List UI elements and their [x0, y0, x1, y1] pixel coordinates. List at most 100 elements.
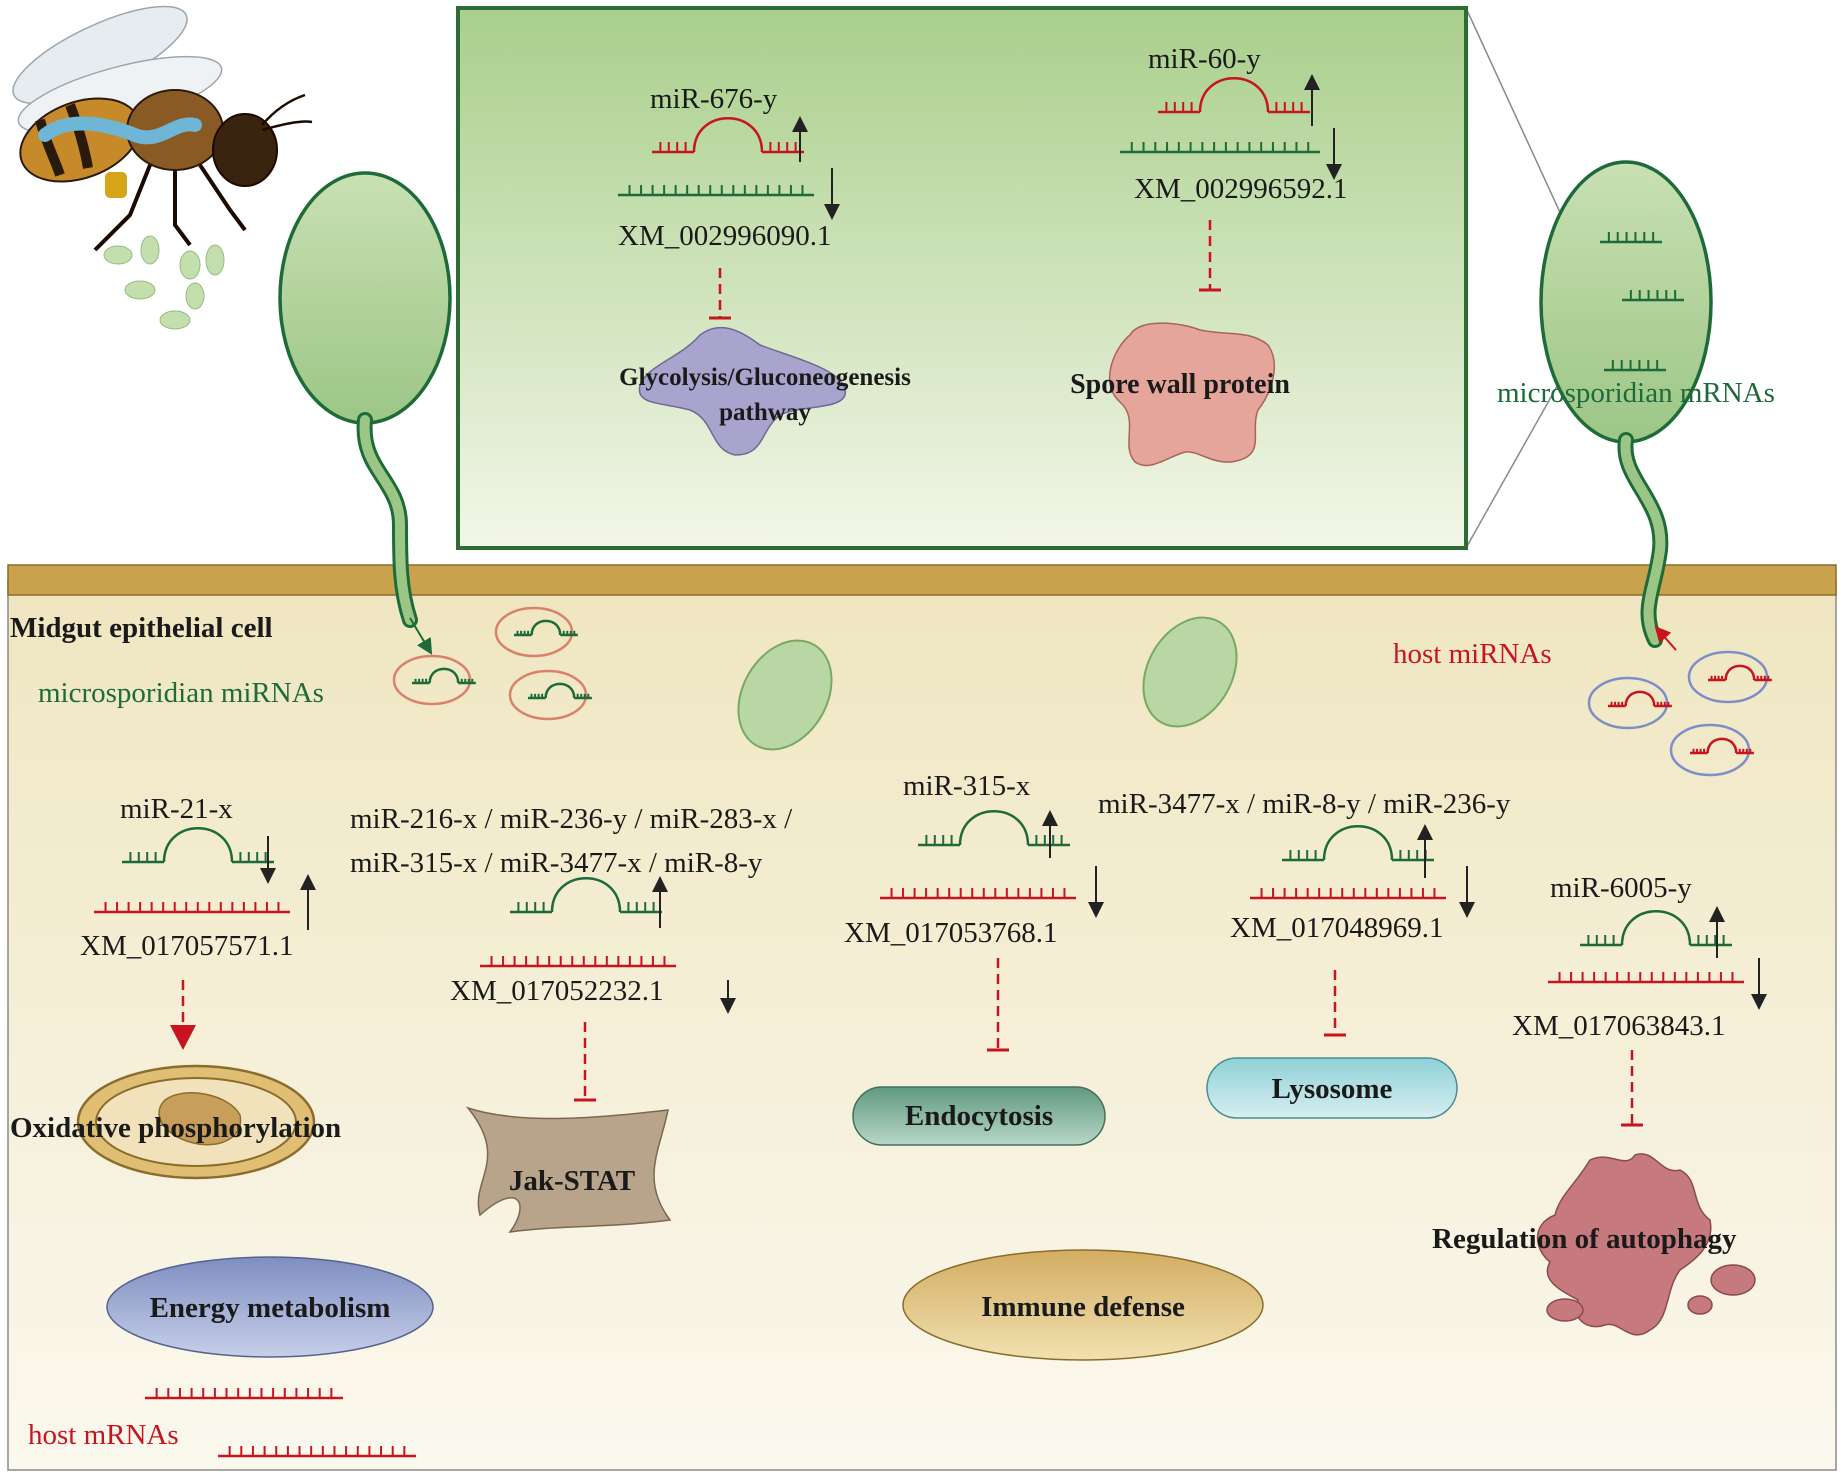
honeybee-illustration [12, 5, 313, 330]
module3-pathway-shape [852, 1086, 1106, 1146]
cell-membrane [7, 564, 1837, 596]
right-spore-uptake-arrow [1654, 626, 1677, 651]
module3-mrna-strand [880, 888, 1076, 900]
right-spore: microsporidian mRNAs [1497, 160, 1775, 651]
inset-box [456, 6, 1468, 550]
module2-mirna-line1: miR-216-x / miR-236-y / miR-283-x / [350, 803, 793, 835]
bee-legs [93, 163, 247, 252]
inset-left-mrna-strand [618, 185, 814, 197]
energy-label: Energy metabolism [150, 1292, 391, 1324]
module5-fragment-1 [1710, 1264, 1756, 1296]
inset-left-pathway-line2: pathway [719, 399, 811, 426]
host-mirnas-label: host miRNAs [1393, 638, 1552, 670]
intracellular-spores [737, 616, 1238, 751]
inset-right-mirna-glyph [1158, 77, 1310, 114]
module5-inhibit [1621, 1050, 1643, 1127]
module4-pathway-shape [1206, 1057, 1458, 1119]
inset-left-inhibit [709, 268, 731, 320]
module2-pathway-shape [465, 1106, 672, 1233]
module1-mirna: miR-21-x [120, 793, 233, 825]
microsporidian-vesicles [392, 606, 592, 721]
module5-mirna: miR-6005-y [1550, 872, 1692, 904]
immune-label: Immune defense [981, 1291, 1185, 1323]
module3-target: XM_017053768.1 [844, 917, 1057, 949]
inset-right-target: XM_002996592.1 [1134, 173, 1347, 205]
module2-mirna-glyph [510, 877, 662, 914]
inset-left-pathway-line1: Glycolysis/Gluconeogenesis [619, 364, 911, 391]
inset-right-module: miR-60-y XM_002996592.1 Spore wall prote… [1070, 43, 1347, 467]
inset-left-mirna-glyph [652, 117, 804, 154]
bee-head [212, 113, 278, 187]
microsporidian-mirnas-label: microsporidian miRNAs [38, 677, 324, 709]
inset-right-pathway-shape [1108, 322, 1276, 467]
inset-right-pathway: Spore wall protein [1070, 369, 1290, 400]
right-spore-polar-tube-fill [1620, 435, 1666, 645]
module2-pathway: Jak-STAT [509, 1165, 635, 1197]
host-mrnas-label: host mRNAs [28, 1419, 179, 1451]
right-spore-mrna-1 [1600, 232, 1662, 244]
host-vesicles [1587, 650, 1772, 777]
module2-mrna-strand [480, 956, 676, 968]
bee-stripe-2 [65, 103, 93, 169]
inset-left-pathway-shape [638, 326, 846, 456]
left-spore [278, 171, 452, 655]
module1-mrna-strand [94, 902, 290, 914]
host-mrna-strand-2 [218, 1446, 416, 1458]
energy-ellipse [106, 1256, 434, 1358]
inset-right-mirna: miR-60-y [1148, 43, 1261, 75]
bee-antenna [261, 93, 313, 132]
module3-pathway: Endocytosis [905, 1100, 1053, 1132]
mitochondrion-matrix [158, 1092, 242, 1146]
module5-fragment-3 [1687, 1295, 1713, 1315]
host-mrnas-legend: host mRNAs [28, 1388, 416, 1458]
module4-pathway: Lysosome [1272, 1073, 1393, 1105]
module-oxidative-phosphorylation: miR-21-x XM_017057571.1 Oxidative phosph… [10, 793, 341, 1180]
module4-mrna-strand [1250, 888, 1446, 900]
module2-target: XM_017052232.1 [450, 975, 663, 1007]
inset-left-mirna: miR-676-y [650, 83, 778, 115]
module4-inhibit [1324, 970, 1346, 1037]
category-immune-defense: Immune defense [902, 1249, 1264, 1361]
bee-spores [103, 235, 225, 330]
inset-right-mrna-strand [1120, 142, 1320, 154]
module4-target: XM_017048969.1 [1230, 912, 1443, 944]
module1-pathway: Oxidative phosphorylation [10, 1112, 341, 1144]
immune-ellipse [902, 1249, 1264, 1361]
bee-gut [38, 116, 202, 145]
module1-target: XM_017057571.1 [80, 930, 293, 962]
category-energy-metabolism: Energy metabolism [106, 1256, 434, 1358]
module5-mirna-glyph [1580, 910, 1732, 947]
module-jak-stat: miR-216-x / miR-236-y / miR-283-x / miR-… [350, 803, 793, 1233]
module4-mirna: miR-3477-x / miR-8-y / miR-236-y [1098, 788, 1511, 820]
left-spore-release-arrow [409, 617, 433, 655]
module5-mrna-strand [1548, 972, 1744, 984]
module3-inhibit [987, 958, 1009, 1052]
module4-mirna-glyph [1282, 825, 1434, 862]
module3-mirna-glyph [918, 810, 1070, 847]
module5-target: XM_017063843.1 [1512, 1010, 1725, 1042]
module-lysosome: miR-3477-x / miR-8-y / miR-236-y XM_0170… [1098, 788, 1511, 1119]
module5-fragment-2 [1546, 1298, 1584, 1322]
module3-mirna: miR-315-x [903, 770, 1031, 802]
cell-title: Midgut epithelial cell [10, 612, 273, 644]
spore-right-label: microsporidian mRNAs [1497, 377, 1775, 409]
inset-panel: miR-676-y XM_002996090.1 Glycolysis/Gluc… [456, 6, 1601, 550]
right-spore-mrna-2 [1622, 290, 1684, 302]
left-spore-body [278, 171, 452, 425]
bee-stripe-1 [35, 118, 65, 177]
right-spore-mrna-3 [1604, 360, 1666, 372]
module5-pathway-shape [1536, 1153, 1712, 1336]
left-spore-polar-tube-fill [359, 415, 415, 625]
module2-inhibit [574, 1022, 596, 1102]
module5-pathway: Regulation of autophagy [1432, 1223, 1737, 1255]
module-autophagy: miR-6005-y XM_017063843.1 Regulation of … [1432, 872, 1767, 1336]
inset-right-inhibit [1199, 220, 1221, 292]
bee-pollen [105, 172, 127, 198]
module2-mirna-line2: miR-315-x / miR-3477-x / miR-8-y [350, 847, 763, 879]
inset-left-target: XM_002996090.1 [618, 220, 831, 252]
host-mrna-strand-1 [145, 1388, 343, 1400]
module1-activation-head [170, 1025, 196, 1050]
inset-left-module: miR-676-y XM_002996090.1 Glycolysis/Gluc… [618, 83, 911, 456]
module-endocytosis: miR-315-x XM_017053768.1 Endocytosis [844, 770, 1106, 1146]
